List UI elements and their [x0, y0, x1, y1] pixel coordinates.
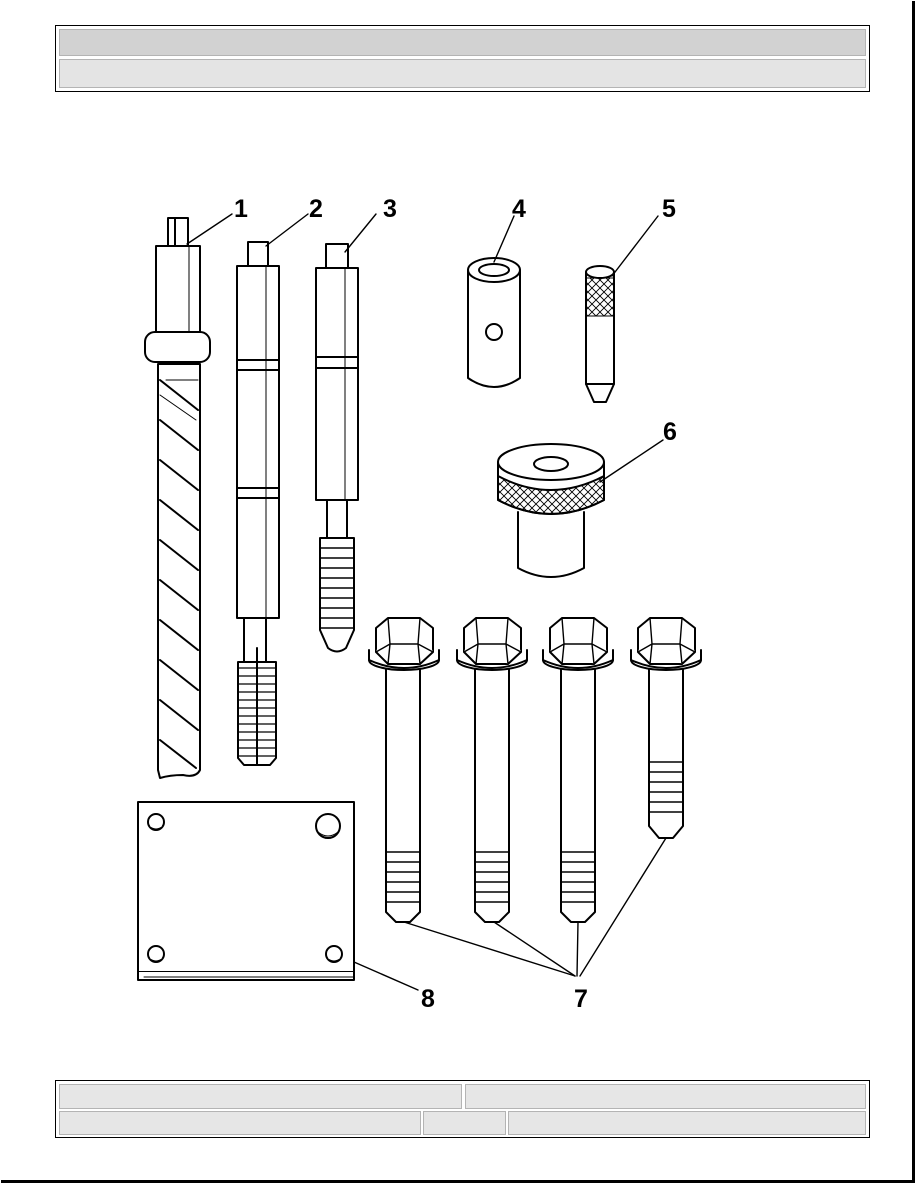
footer-cell-3	[59, 1111, 421, 1135]
header-subtitle-bar	[59, 59, 866, 88]
callout-8: 8	[421, 985, 435, 1013]
footer-cell-4	[423, 1111, 506, 1135]
document-header	[55, 25, 870, 92]
bolt-3	[542, 617, 614, 923]
leader-lines	[186, 213, 667, 991]
bolt-1	[368, 617, 440, 923]
knurled-guide-tool	[497, 443, 605, 578]
document-footer	[55, 1080, 870, 1138]
bolt-2	[456, 617, 528, 923]
pin-tool	[585, 265, 615, 403]
callout-3: 3	[383, 195, 397, 223]
callout-4: 4	[512, 195, 526, 223]
callout-7: 7	[574, 985, 588, 1013]
footer-cell-1	[59, 1084, 462, 1109]
header-title-bar	[59, 29, 866, 56]
fixture-plate	[137, 801, 355, 981]
drill-bit-tool	[144, 217, 211, 779]
callout-6: 6	[663, 418, 677, 446]
sleeve-tool	[467, 257, 521, 388]
insert-installer-tool	[315, 243, 359, 653]
callout-5: 5	[662, 195, 676, 223]
callout-2: 2	[309, 195, 323, 223]
footer-cell-2	[465, 1084, 866, 1109]
tap-tool	[236, 241, 280, 766]
footer-cell-5	[508, 1111, 866, 1135]
bolt-4	[630, 617, 702, 839]
callout-1: 1	[234, 195, 248, 223]
